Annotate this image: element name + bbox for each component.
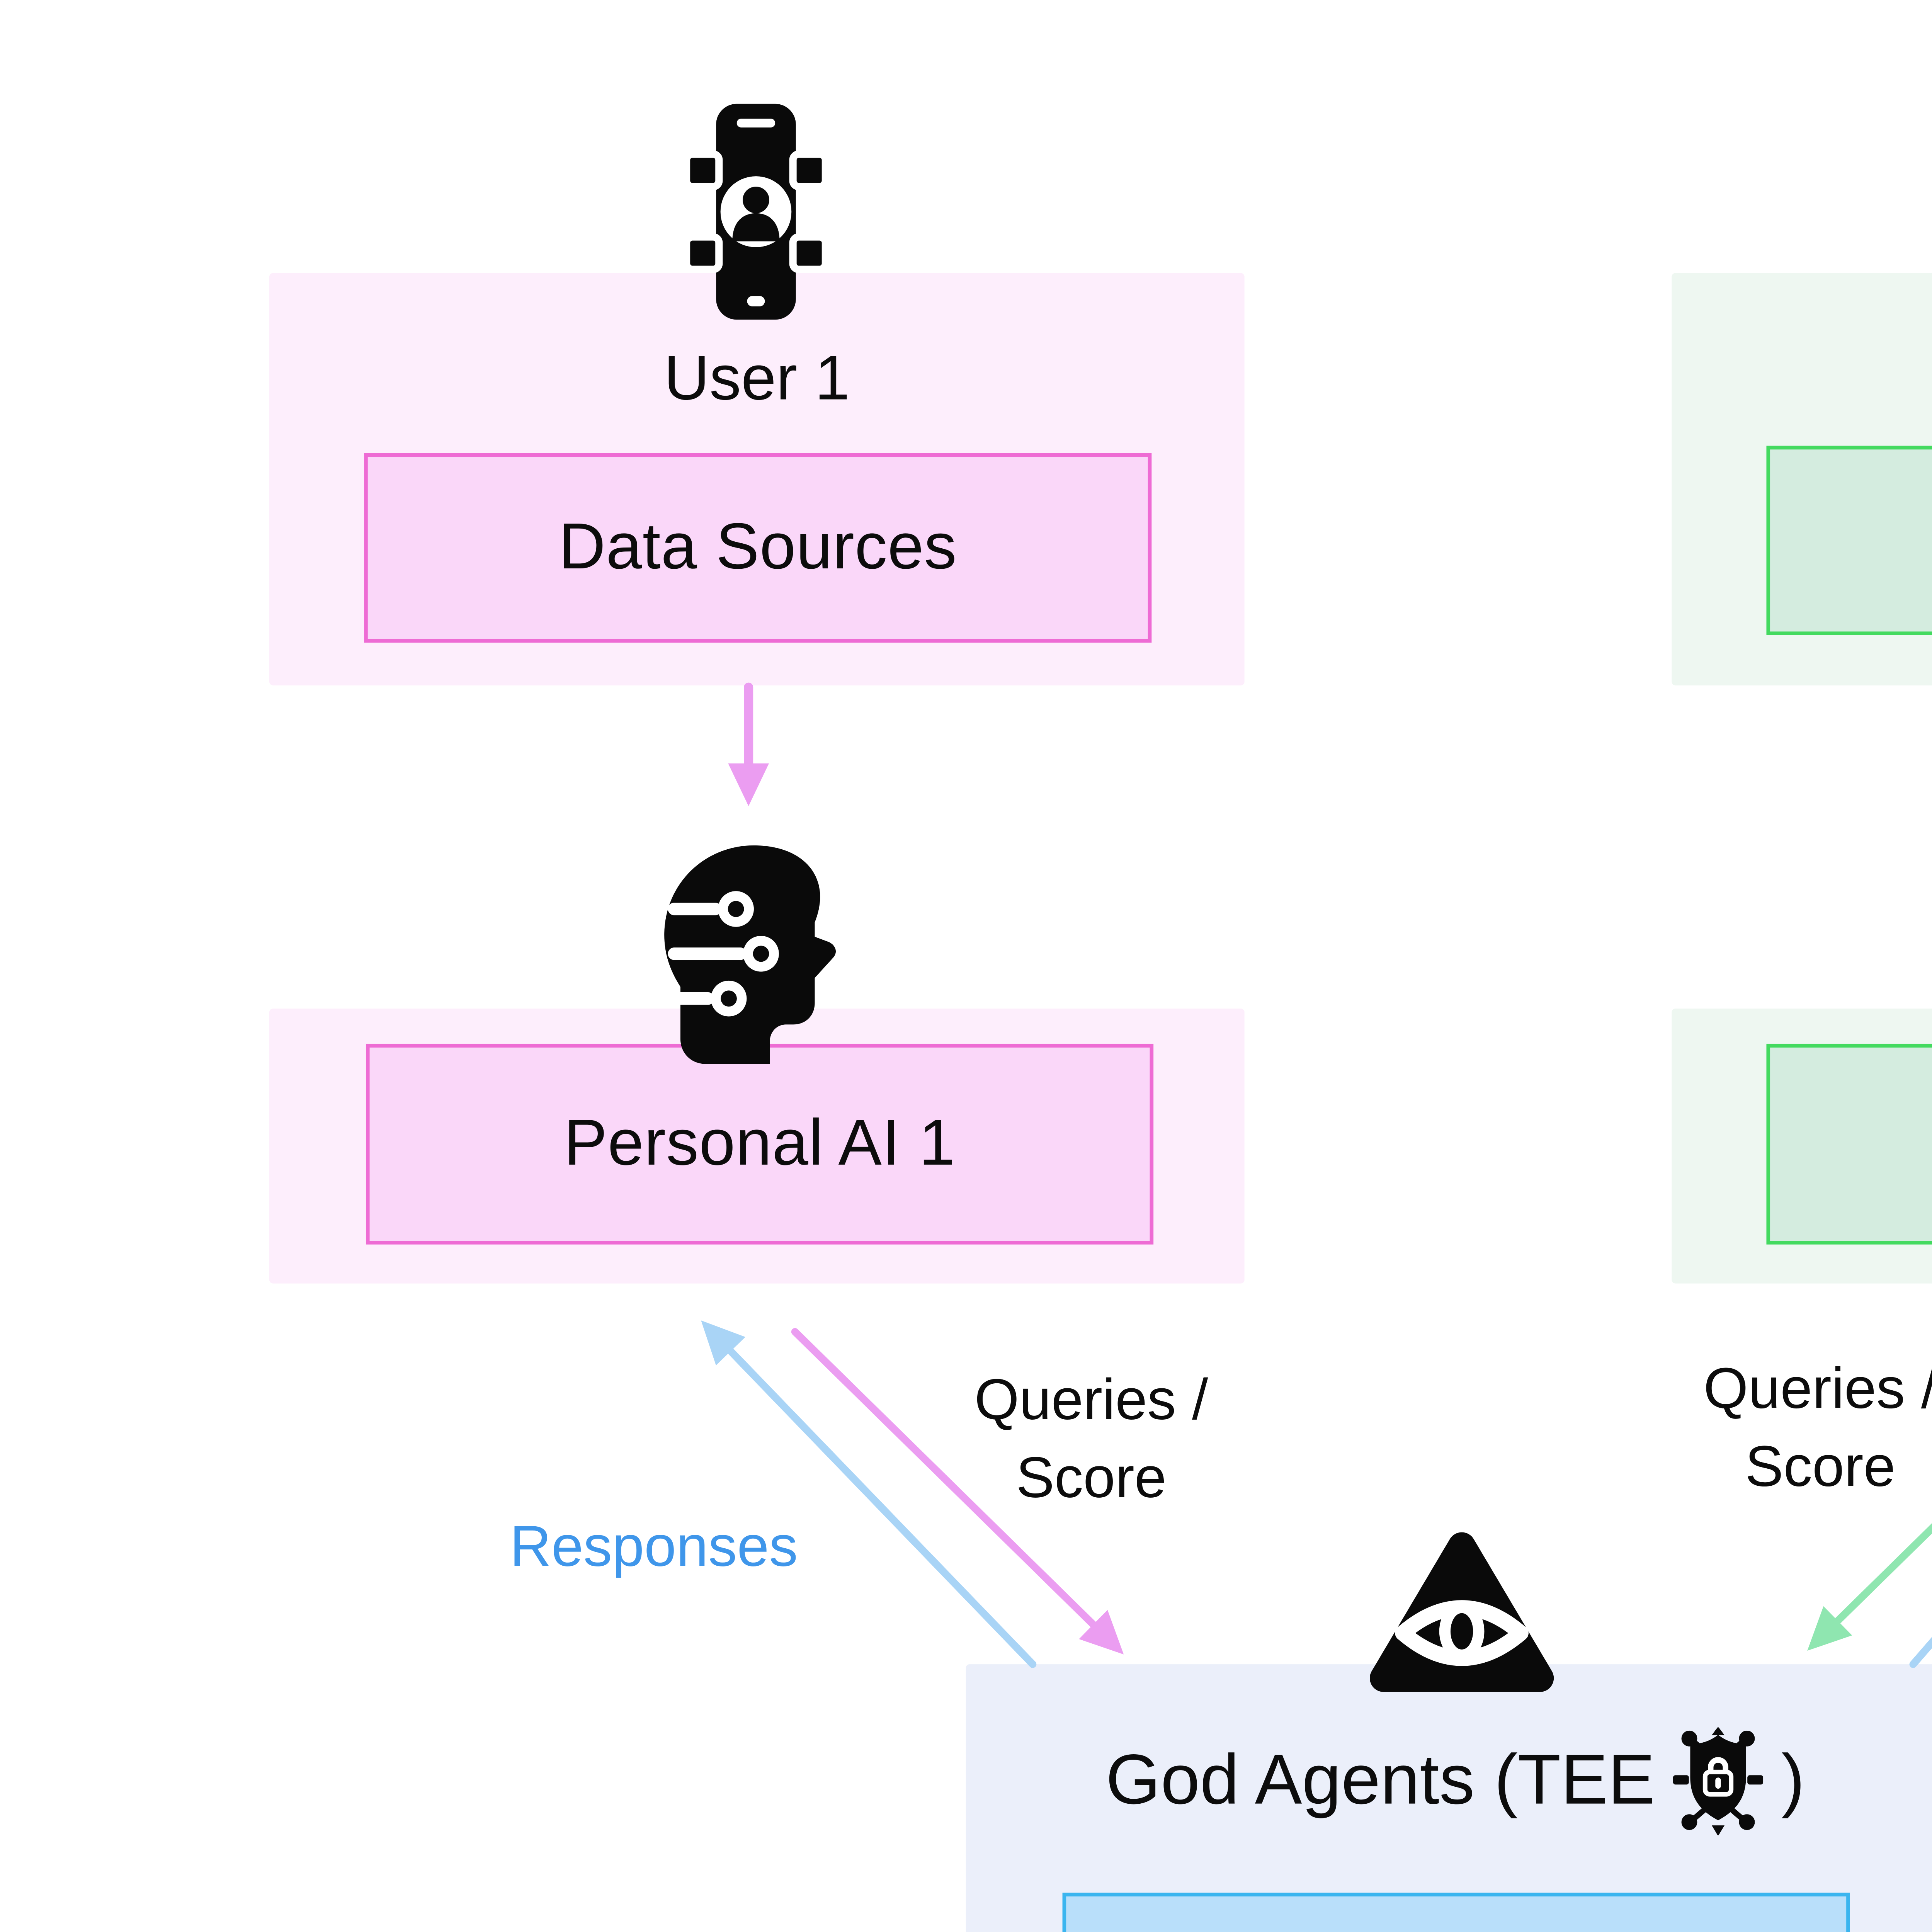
shield-lock-icon <box>1670 1727 1767 1835</box>
user1-label: User 1 <box>664 344 850 414</box>
personal-ai1-label: Personal AI 1 <box>564 1107 956 1180</box>
ai-head-icon <box>646 840 847 1066</box>
personal-aiN-box: Personal AI N <box>1766 1044 1932 1245</box>
user1-data-sources-box: Data Sources <box>364 453 1152 643</box>
userN-label: User N <box>1672 338 1932 410</box>
god-agents-title: God Agents (TEE ) <box>966 1727 1932 1835</box>
left-queries-score-label: Queries / Score <box>974 1367 1208 1510</box>
right-queries-score-label: Queries / Score <box>1703 1356 1932 1499</box>
god-agents-container <box>966 1664 1932 1932</box>
userN-data-sources-box: Data Sources <box>1766 446 1932 635</box>
smartphone-user-icon <box>683 100 828 323</box>
user1-data-sources-label: Data Sources <box>558 510 957 583</box>
left-responses-label: Responses <box>510 1514 798 1579</box>
god-agents-title-text: God Agents (TEE <box>1105 1741 1655 1820</box>
personal-ai1-box: Personal AI 1 <box>366 1044 1154 1245</box>
eye-pyramid-icon <box>1358 1523 1566 1701</box>
god-model-box: God Model <box>1062 1893 1850 1932</box>
god-agents-title-paren: ) <box>1781 1741 1805 1820</box>
